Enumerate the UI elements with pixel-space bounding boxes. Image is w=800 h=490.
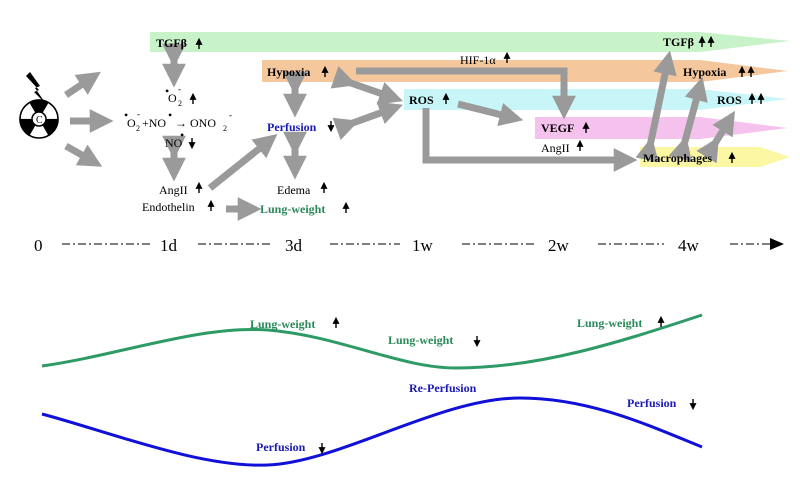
timeline-label-1d: 1d bbox=[160, 236, 178, 255]
arrow-hypoxia-vegf bbox=[356, 67, 576, 120]
lung-weight-label: Lung-weight bbox=[260, 202, 325, 216]
arrow-perfusion-ros bbox=[332, 101, 403, 141]
angii-label: AngII bbox=[159, 183, 188, 197]
left-labels: O • 2 - • O 2 - +NO • → ONO 2 - NO • Ang… bbox=[124, 84, 325, 216]
curve-lung-weight-1: Lung-weight bbox=[250, 317, 315, 331]
timeline-label-3d: 3d bbox=[285, 236, 303, 255]
vegf-label: VEGF bbox=[541, 121, 574, 135]
tgfb-right-label: TGFβ bbox=[663, 35, 694, 49]
timeline-label-1w: 1w bbox=[412, 236, 434, 255]
reaction-no-dot: • bbox=[168, 108, 172, 122]
arrow-macrophages-ros bbox=[696, 110, 735, 164]
reaction-o2-dot: • bbox=[124, 108, 128, 122]
curve-labels: Lung-weight Lung-weight Lung-weight Perf… bbox=[250, 316, 677, 454]
hypoxia-left-label: Hypoxia bbox=[267, 65, 310, 79]
ros-right-label: ROS bbox=[717, 93, 742, 107]
superoxide-charge: - bbox=[178, 84, 181, 94]
no-dot: • bbox=[180, 128, 184, 142]
svg-text:C: C bbox=[36, 115, 43, 126]
curve-lung-weight-2: Lung-weight bbox=[388, 333, 453, 347]
hif-label: HIF-1α bbox=[460, 53, 496, 67]
curve-perfusion-2: Perfusion bbox=[627, 396, 677, 410]
angii-mid-label: AngII bbox=[541, 141, 570, 155]
hypoxia-right-label: Hypoxia bbox=[683, 65, 726, 79]
superoxide-label: O bbox=[168, 91, 177, 105]
lightning-icon bbox=[26, 72, 46, 104]
reaction-product-charge: - bbox=[229, 110, 232, 120]
reaction-o2-charge: - bbox=[137, 109, 140, 119]
arrow-source-down bbox=[64, 142, 103, 167]
arrow-hypoxia-ros bbox=[330, 66, 403, 105]
superoxide-sub: 2 bbox=[178, 99, 182, 108]
edema-label: Edema bbox=[277, 183, 311, 197]
perfusion-curve bbox=[41, 396, 703, 467]
timeline-label-4w: 4w bbox=[678, 236, 700, 255]
timeline-label-0: 0 bbox=[34, 236, 43, 255]
endothelin-label: Endothelin bbox=[142, 200, 195, 214]
ros-left-label: ROS bbox=[409, 93, 434, 107]
reaction-product-sub: 2 bbox=[223, 124, 227, 133]
perfusion-label: Perfusion bbox=[267, 120, 317, 134]
tgfb-band bbox=[150, 32, 790, 52]
curve-indicator-arrows bbox=[318, 315, 697, 455]
macrophages-label: Macrophages bbox=[643, 151, 712, 165]
band-labels: TGFβ TGFβ Hypoxia HIF-1α Hypoxia ROS ROS… bbox=[156, 35, 742, 165]
reaction-o2: O bbox=[127, 116, 136, 130]
radiation-icon: C bbox=[19, 99, 59, 139]
indicator-arrows bbox=[188, 35, 765, 213]
no-label: NO bbox=[165, 136, 183, 150]
arrow-source-up bbox=[64, 71, 101, 98]
arrow-angii-perfusion bbox=[207, 134, 278, 191]
arrow-ros-vegf bbox=[457, 100, 524, 127]
curve-reperfusion: Re-Perfusion bbox=[409, 381, 477, 395]
timeline-arrowhead bbox=[770, 238, 784, 250]
curve-perfusion-1: Perfusion bbox=[256, 440, 306, 454]
arrow-macrophages-hypoxia bbox=[668, 76, 708, 162]
lung-weight-curve bbox=[41, 313, 703, 370]
reaction-o2-sub: 2 bbox=[136, 124, 140, 133]
grey-arrows bbox=[64, 43, 735, 221]
reaction-no: +NO bbox=[142, 116, 166, 130]
tgfb-left-label: TGFβ bbox=[156, 36, 187, 50]
curve-lung-weight-3: Lung-weight bbox=[577, 316, 642, 330]
timeline-label-2w: 2w bbox=[548, 236, 570, 255]
arrow-ros-macrophages bbox=[422, 108, 638, 172]
reaction-arrow: → bbox=[175, 116, 187, 130]
reaction-product: ONO bbox=[190, 116, 216, 130]
arrow-macrophages-tgfb bbox=[635, 50, 677, 163]
timeline: 0 1d 3d 1w 2w 4w bbox=[34, 236, 784, 255]
superoxide-dot: • bbox=[165, 84, 169, 98]
